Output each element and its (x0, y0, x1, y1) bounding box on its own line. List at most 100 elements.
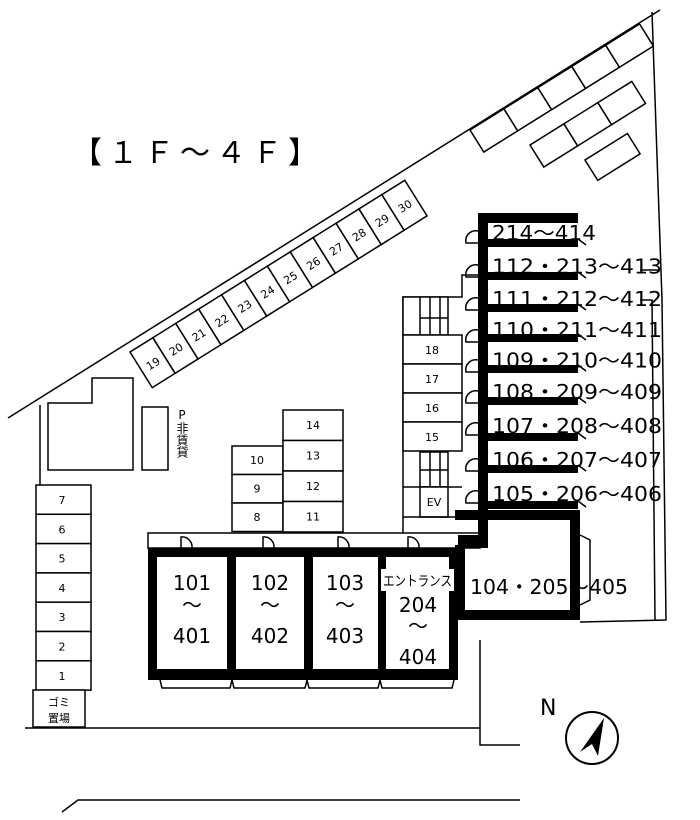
stair-core (402, 274, 478, 535)
road-edge-east (479, 640, 520, 746)
unit-102-402[interactable]: 102 ～ 402 (251, 571, 289, 648)
building-corner (455, 510, 591, 620)
parking-number: 19 (144, 355, 163, 373)
door-icon (180, 536, 193, 549)
parking-number: 28 (350, 226, 369, 244)
garbage-label-2: 置場 (48, 712, 70, 725)
unit-label[interactable]: 106・207～407 (492, 448, 662, 472)
parking-space: 9 (231, 473, 284, 504)
parking-space: 2 (35, 630, 92, 662)
door-icon (407, 536, 420, 549)
parking-number: 9 (254, 483, 261, 496)
parking-space: 14 (282, 409, 344, 442)
svg-text:101: 101 (173, 571, 211, 595)
parking-space: 6 (35, 513, 92, 545)
parking-number: 3 (59, 611, 66, 624)
parking-number: 13 (306, 450, 320, 463)
parking-space: 16 (402, 392, 463, 423)
parking-space: 3 (35, 601, 92, 633)
parking-number: 25 (281, 269, 300, 287)
door-icon (464, 328, 479, 343)
parking-number: 23 (236, 297, 255, 315)
parking-number: 5 (59, 553, 66, 566)
svg-text:～: ～ (260, 593, 280, 617)
parking-space: 10 (231, 445, 284, 476)
svg-text:～: ～ (408, 614, 428, 638)
parking-space: 12 (282, 470, 344, 503)
parking-space: 8 (231, 502, 284, 533)
parking-center: 10 9 8 14 13 12 11 (231, 409, 344, 533)
compass: N (540, 696, 619, 765)
parking-space: 5 (35, 542, 92, 574)
door-icon (464, 358, 479, 373)
unit-label[interactable]: 109・210～410 (492, 349, 662, 373)
garbage-label-1: ゴミ (48, 695, 70, 709)
parking-number: 30 (396, 197, 415, 215)
door-icon (464, 229, 479, 244)
parking-space: 7 (35, 484, 92, 516)
entrance-unit-204-404[interactable]: エントランス 204 ～ 404 (381, 569, 454, 669)
parking-number: 12 (306, 480, 320, 493)
unit-label[interactable]: 105・206～406 (492, 482, 662, 506)
svg-text:～: ～ (182, 593, 202, 617)
door-icon (464, 421, 479, 436)
parking-number: 11 (306, 511, 320, 524)
floor-range-title: 【１Ｆ～４Ｆ】 (72, 136, 324, 171)
boundary-diagonal (7, 9, 661, 419)
parking-space: 1 (35, 660, 92, 691)
svg-text:204: 204 (399, 593, 437, 617)
unit-label[interactable]: 107・208～408 (492, 414, 662, 438)
building-east (458, 213, 587, 548)
unit-label[interactable]: 111・212～412 (492, 287, 662, 311)
svg-text:エントランス: エントランス (383, 574, 452, 590)
parking-space: 30 (380, 179, 429, 232)
parking-number: 2 (59, 641, 66, 654)
unit-label[interactable]: 214～414 (492, 221, 596, 245)
boundary-inner (640, 299, 656, 621)
non-rental-parking-label: P非賃貸 (175, 408, 189, 459)
unit-103-403[interactable]: 103 ～ 403 (326, 571, 364, 648)
unit-label[interactable]: 112・213～413 (492, 255, 662, 279)
parking-space: 4 (35, 572, 92, 603)
parking-space: 17 (402, 363, 463, 394)
parking-number: 15 (425, 431, 439, 444)
parking-number: 1 (59, 670, 66, 683)
garbage-area (32, 689, 86, 728)
non-rental-parking-space (141, 406, 169, 471)
parking-space: 13 (282, 439, 344, 472)
svg-text:102: 102 (251, 571, 289, 595)
compass-north-label: N (540, 696, 556, 721)
parking-number: 27 (327, 240, 346, 258)
unit-104-405-label[interactable]: 104・205～405 (470, 575, 628, 599)
parking-space: 11 (282, 500, 344, 533)
parking-number: 17 (425, 373, 439, 386)
neighbor-building (47, 377, 134, 471)
unit-label[interactable]: 110・211～411 (492, 318, 662, 342)
parking-number: 18 (425, 344, 439, 357)
parking-number: 21 (190, 326, 209, 344)
north-arrow-icon (580, 718, 604, 756)
parking-number: 20 (167, 340, 186, 358)
parking-number: 24 (258, 283, 277, 301)
door-icon (337, 536, 350, 549)
elevator-label: EV (427, 496, 442, 509)
boundary-east (579, 11, 667, 623)
unit-101-401[interactable]: 101 ～ 401 (173, 571, 211, 648)
door-icon (464, 389, 479, 404)
parking-number: 8 (254, 511, 261, 524)
door-icon (464, 457, 479, 472)
parking-space: 20 (151, 322, 200, 375)
unit-label[interactable]: 108・209～409 (492, 380, 662, 404)
parking-space: 27 (312, 222, 360, 275)
svg-text:403: 403 (326, 624, 364, 648)
svg-text:103: 103 (326, 571, 364, 595)
parking-number: 10 (250, 454, 264, 467)
parking-number: 26 (304, 255, 323, 273)
svg-text:402: 402 (251, 624, 289, 648)
parking-space: 15 (402, 421, 463, 452)
parking-number: 29 (373, 212, 392, 230)
doors-south (180, 536, 420, 549)
door-icon (464, 263, 479, 278)
